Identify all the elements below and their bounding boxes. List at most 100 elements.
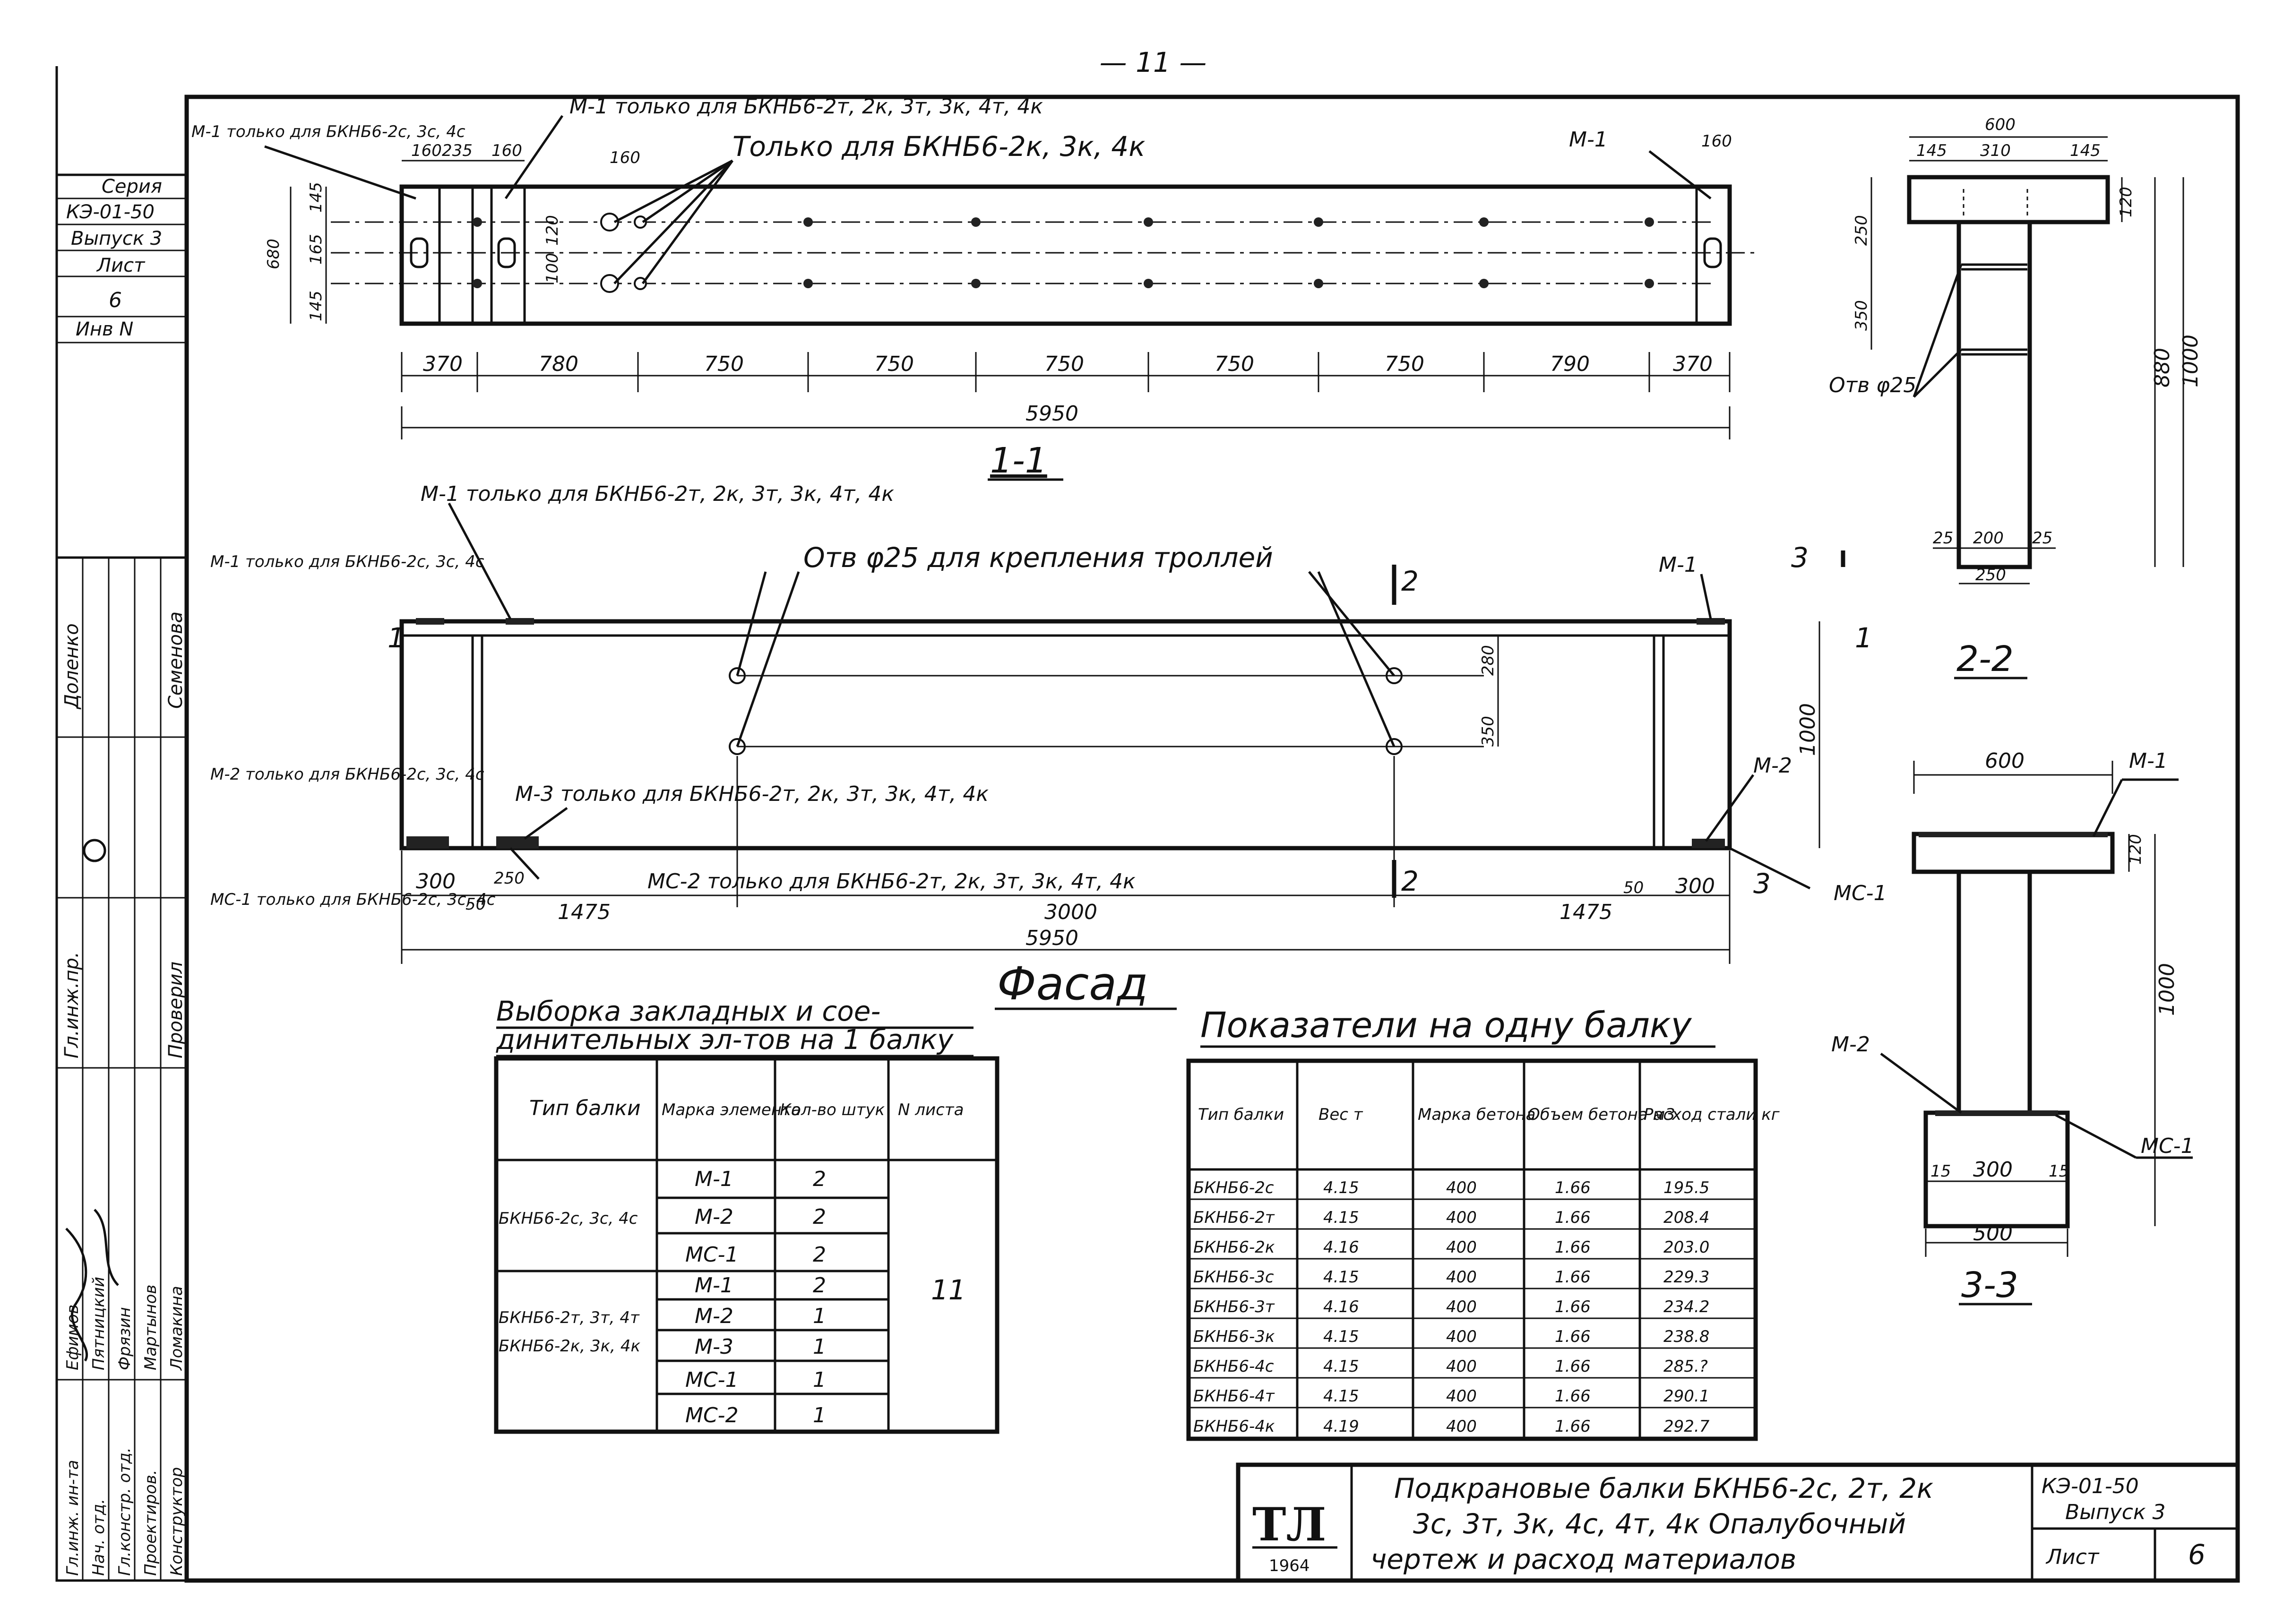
- stamp-list-label: Лист: [96, 255, 146, 276]
- flange-plan-outline: [399, 184, 1732, 326]
- indicators-title: Показатели на одну балку: [1200, 1005, 1692, 1046]
- embedded-g1-r3-qty: 2: [813, 1243, 826, 1267]
- embedded-g1-r1-qty: 2: [813, 1167, 826, 1191]
- title-block-series: КЭ-01-50: [2042, 1474, 2139, 1498]
- ind-r5-steel: 234.2: [1663, 1297, 1709, 1316]
- ind-r4-grade: 400: [1446, 1268, 1477, 1287]
- facade-dim-b2: 50: [465, 895, 486, 914]
- ind-row-2: БКНБ6-2т 4.15 400 1.66 208.4: [1189, 1208, 1756, 1230]
- beam-elevation: [399, 619, 1732, 851]
- span-1: 370: [423, 352, 463, 376]
- embedded-g2-r5-mark: МС-2: [685, 1403, 739, 1427]
- s33-web: [1956, 869, 2032, 1115]
- title-block-line-1: Подкрановые балки БКНБ6-2с, 2т, 2к: [1394, 1472, 1933, 1504]
- embedded-table-title-1: Выборка закладных и сое-: [496, 995, 880, 1027]
- m3-plate-left: [496, 836, 539, 849]
- s22-dim-310: 310: [1980, 141, 2011, 160]
- span-9: 370: [1673, 352, 1713, 376]
- embedded-g1-r1-mark: М-1: [695, 1167, 733, 1191]
- facade-note-m3: М-3 только для БКНБ6-2т, 2к, 3т, 3к, 4т,…: [515, 782, 989, 806]
- ind-hdr-volume: Объем бетона м3: [1527, 1105, 1675, 1124]
- stamp-seriya-value: КЭ-01-50: [66, 201, 155, 223]
- s33-label-mc1: МС-1: [2141, 1134, 2194, 1158]
- ind-r6-volume: 1.66: [1555, 1327, 1591, 1346]
- side-stamp: Серия КЭ-01-50 Выпуск 3 Лист 6 Инв N Дол…: [55, 176, 188, 1582]
- m1-plate-left-b: [506, 618, 534, 625]
- ind-hdr-grade: Марка бетона: [1418, 1105, 1536, 1124]
- s33-mc1-plate: [1935, 1110, 2058, 1116]
- s22-flange: [1907, 175, 2110, 224]
- cut-2-bottom: 2: [1401, 865, 1419, 897]
- section-1-1-note-m1-top: М-1 только для БКНБ6-2т, 2к, 3т, 3к, 4т,…: [569, 95, 1043, 119]
- ind-r2-steel: 208.4: [1663, 1208, 1709, 1227]
- signature-mark: [83, 839, 106, 862]
- ind-r1-grade: 400: [1446, 1178, 1477, 1197]
- facade-dim-b4: 3000: [1044, 900, 1097, 924]
- ind-r4-volume: 1.66: [1555, 1268, 1591, 1287]
- ind-row-5: БКНБ6-3т 4.16 400 1.66 234.2: [1189, 1297, 1756, 1319]
- s33-dim-300: 300: [1973, 1158, 2013, 1182]
- ind-r5-volume: 1.66: [1555, 1297, 1591, 1316]
- facade-dim-b5: 1475: [1560, 900, 1612, 924]
- facade-note-m2: М-2 только для БКНБ6-2с, 3с, 4с: [210, 765, 484, 784]
- title-block: ТЛ 1964 Подкрановые балки БКНБ6-2с, 2т, …: [1236, 1462, 2240, 1583]
- s22-dim-880: 880: [2150, 348, 2174, 387]
- s22-web: [1956, 220, 2032, 569]
- embedded-hdr-sheet: N листа: [898, 1100, 964, 1119]
- section-1-1: М-1 только для БКНБ6-2т, 2к, 3т, 3к, 4т,…: [191, 95, 1758, 481]
- stamp-name-3: Фрязин: [115, 1307, 134, 1370]
- span-8: 790: [1550, 352, 1590, 376]
- ind-r8-volume: 1.66: [1555, 1387, 1591, 1406]
- ind-row-7: БКНБ6-4с 4.15 400 1.66 285.?: [1189, 1357, 1756, 1379]
- page-number: — 11 —: [1100, 46, 1207, 78]
- ind-r4-steel: 229.3: [1663, 1268, 1709, 1287]
- s22-dim-145a: 145: [1916, 141, 1947, 160]
- cut-1-right: 1: [1855, 622, 1872, 654]
- s22-dim-250: 250: [1852, 215, 1871, 246]
- stamp-role-4: Проектиров.: [141, 1469, 160, 1576]
- ind-r1-volume: 1.66: [1555, 1178, 1591, 1197]
- title-block-year: 1964: [1269, 1556, 1310, 1575]
- dim-left-5: 120: [543, 215, 562, 246]
- s22-dim-1000: 1000: [2179, 335, 2203, 387]
- embedded-g2-r4-qty: 1: [813, 1368, 826, 1392]
- s33-dim-120: 120: [2126, 834, 2145, 865]
- ind-r7-type: БКНБ6-4с: [1193, 1357, 1274, 1376]
- embedded-g2-r4-mark: МС-1: [685, 1368, 739, 1392]
- facade-note-m1-left: М-1 только для БКНБ6-2с, 3с, 4с: [210, 552, 484, 571]
- section-1-1-m1-right: М-1: [1569, 128, 1608, 152]
- embedded-g2-r3-qty: 1: [813, 1335, 826, 1359]
- embedded-g2-r5-qty: 1: [813, 1403, 826, 1427]
- s22-dim-200: 200: [1973, 529, 2004, 548]
- ind-row-9: БКНБ6-4к 4.19 400 1.66 292.7: [1193, 1417, 1710, 1436]
- stamp-name-4: Мартынов: [141, 1285, 160, 1370]
- ind-r8-type: БКНБ6-4т: [1193, 1387, 1275, 1406]
- facade-dim-280: 280: [1479, 645, 1498, 676]
- facade-note-m1-top: М-1 только для БКНБ6-2т, 2к, 3т, 3к, 4т,…: [421, 482, 894, 506]
- s33-dim-600: 600: [1985, 749, 2025, 773]
- s22-dim-600: 600: [1985, 115, 2016, 134]
- ind-hdr-type: Тип балки: [1198, 1105, 1284, 1124]
- cut-1-left: 1: [388, 622, 405, 654]
- facade-dim-b1: 300: [416, 869, 456, 894]
- s22-dim-350: 350: [1852, 300, 1871, 331]
- hole-row: [473, 213, 1654, 293]
- stamp-name-5: Ломакина: [167, 1286, 186, 1371]
- s33-title: 3-3: [1961, 1265, 2018, 1306]
- ind-r9-weight: 4.19: [1323, 1417, 1359, 1436]
- span-5: 750: [1044, 352, 1084, 376]
- embedded-g1-r2-mark: М-2: [695, 1205, 733, 1229]
- ind-r5-type: БКНБ6-3т: [1193, 1297, 1275, 1316]
- stamp-name-2: Пятницкий: [89, 1277, 108, 1370]
- embedded-group2-type-2: БКНБ6-2к, 3к, 4к: [499, 1337, 640, 1356]
- facade-note-mc2: МС-2 только для БКНБ6-2т, 2к, 3т, 3к, 4т…: [647, 869, 1136, 894]
- embedded-hdr-mark: Марка элемента: [662, 1100, 801, 1119]
- facade-dim-1000: 1000: [1796, 703, 1820, 756]
- ind-hdr-weight: Вес т: [1318, 1105, 1363, 1124]
- ind-r4-weight: 4.15: [1323, 1268, 1359, 1287]
- s33-label-m1: М-1: [2129, 749, 2168, 773]
- section-1-1-title: 1-1: [990, 440, 1047, 481]
- ind-r9-steel: 292.7: [1663, 1417, 1710, 1436]
- s22-holes-note: Отв φ25: [1829, 373, 1916, 397]
